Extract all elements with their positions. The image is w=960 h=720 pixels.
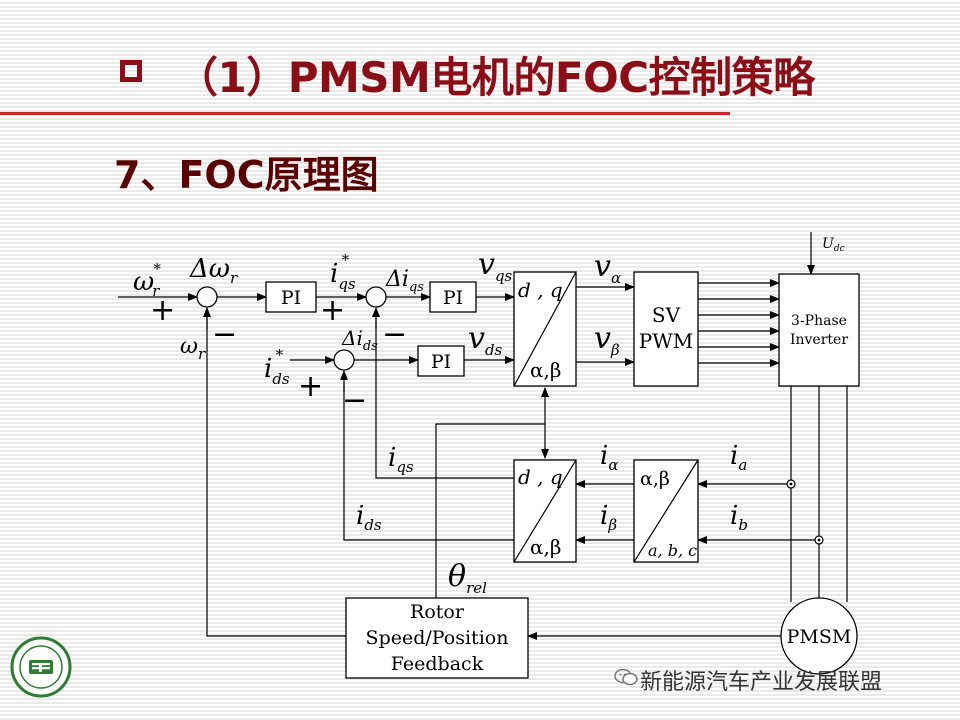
inverter-label-1: 3-Phase [791,313,847,329]
alliance-logo-icon [10,636,72,698]
slide-title: （1）PMSM电机的FOC控制策略 [176,53,815,102]
bullet-square-icon [120,60,142,82]
feedback-label-3: Feedback [391,653,484,675]
svpwm-label-1: SV [652,303,681,327]
ids-fb-label: ids [356,501,382,534]
speed-feedback-wire [206,316,346,637]
feedback-label-1: Rotor [410,601,465,623]
pi-d-label: PI [431,351,451,373]
omega-fb-label: ωr [180,334,206,363]
clarke-diagonal [633,459,699,563]
ids-feedback-wire [343,382,514,541]
omega-ref-label: ωr* [133,260,161,300]
pi-q-label: PI [443,287,463,309]
iqs-fb-label: iqs [388,443,414,476]
theta-label: θrel [448,559,487,597]
speed-summing-junction [196,286,218,308]
title-divider [0,112,730,115]
delta-iqs-label: Δiqs [385,267,424,295]
udc-label: Udc [822,236,845,254]
iq-summing-junction [365,286,387,308]
park-diagonal [513,459,577,563]
slide-subtitle: 7、FOC原理图 [114,153,379,197]
inverse-park-top-label: d , q [518,278,563,302]
speed-minus-sign: − [212,317,237,352]
inverse-park-diagonal [513,271,577,387]
wechat-icon [614,668,638,686]
speed-plus-sign: + [150,293,175,328]
id-minus-sign: − [342,383,367,418]
iqs-feedback-wire [375,318,514,479]
valpha-label: vα [594,249,621,287]
pi-speed-label: PI [281,287,301,309]
clarke-top-label: α,β [640,468,670,490]
rotor-feedback-block [345,597,529,679]
watermark-text: 新能源汽车产业发展联盟 [640,670,883,695]
vqs-label: vqs [478,247,513,285]
id-plus-sign: + [298,369,323,404]
iq-minus-sign: − [382,317,407,352]
pi-d-block [417,345,465,377]
ialpha-label: iα [600,441,618,474]
iqs-ref-label: iqs* [330,251,356,293]
inverse-park-bottom-label: α,β [530,358,561,382]
vbeta-label: vβ [594,321,620,359]
delta-ids-label: Δids [341,326,378,354]
inverter-label-2: Inverter [790,332,848,348]
ids-ref-label: ids* [264,346,290,388]
svpwm-label-2: PWM [639,329,694,353]
current-sensor-a-dot [789,482,793,486]
ibeta-label: iβ [600,501,617,534]
clarke-bottom-label: a, b, c [648,541,697,560]
feedback-label-2: Speed/Position [366,627,509,649]
current-sensor-b-dot [817,538,821,542]
iq-plus-sign: + [320,293,345,328]
park-top-label: d , q [518,465,563,489]
park-bottom-label: α,β [530,535,561,559]
pi-speed-block [265,281,317,313]
ia-label: ia [730,441,747,474]
ib-label: ib [730,501,748,534]
vds-label: vds [468,321,503,359]
pmsm-label: PMSM [787,626,852,648]
pi-q-block [429,281,477,313]
svpwm-block [633,271,699,387]
id-summing-junction [333,349,355,371]
inverter-block [778,273,860,387]
delta-omega-label: Δωr [189,254,238,287]
